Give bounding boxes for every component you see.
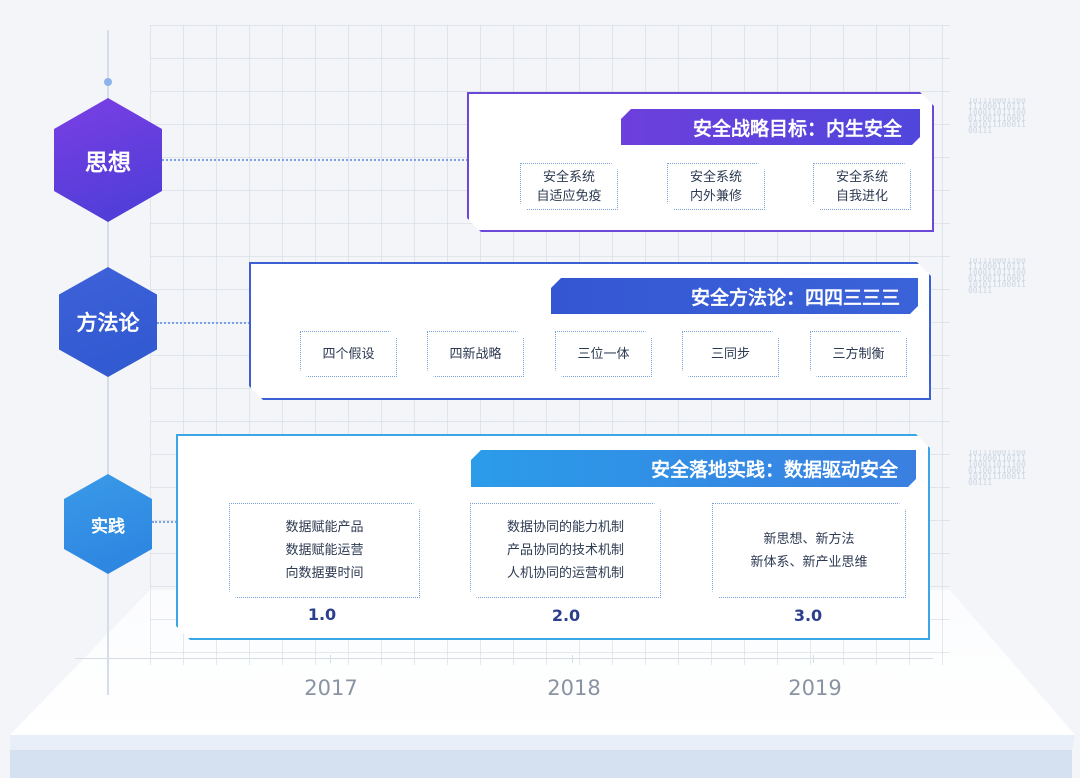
- stage-line: 数据赋能产品: [285, 520, 364, 535]
- banner-strategy-goal: 安全战略目标：内生安全: [621, 109, 920, 145]
- tag-line: 三方制衡: [832, 346, 885, 362]
- tag-method-2: 四新战略: [427, 331, 524, 377]
- tag-method-5: 三方制衡: [810, 331, 907, 377]
- connector-methodology: [157, 322, 250, 324]
- stage-line: 新体系、新产业思维: [750, 554, 868, 570]
- banner-methodology-text: 安全方法论：四四三三三: [690, 286, 900, 309]
- stage-line: 数据协同的能力机制: [506, 520, 624, 535]
- banner-strategy-goal-text: 安全战略目标：内生安全: [692, 117, 902, 140]
- tag-line: 安全系统: [835, 169, 888, 185]
- stage-line: 数据赋能运营: [285, 543, 364, 558]
- stage-line: 人机协同的运营机制: [506, 566, 624, 581]
- connector-thought: [162, 159, 468, 161]
- hex-practice-label: 实践: [91, 516, 125, 537]
- stage-3-box: 新思想、新方法 新体系、新产业思维: [712, 503, 906, 598]
- hex-methodology-label: 方法论: [76, 311, 140, 335]
- tag-line: 自适应免疫: [536, 188, 602, 204]
- stage-line: 向数据要时间: [285, 566, 364, 581]
- timeline-dot: [104, 78, 112, 86]
- axis-tick: [330, 655, 331, 663]
- stage-line: 产品协同的技术机制: [506, 543, 624, 558]
- tag-line: 安全系统: [689, 169, 742, 185]
- tag-line: 四个假设: [322, 346, 375, 362]
- tag-line: 四新战略: [449, 346, 502, 362]
- stage-line: 新思想、新方法: [763, 531, 855, 547]
- banner-practice-text: 安全落地实践：数据驱动安全: [650, 459, 898, 481]
- connector-practice: [152, 521, 177, 523]
- tag-thought-1: 安全系统 自适应免疫: [520, 163, 618, 210]
- binary-decoration-3: 1011100011001110001101111000110111000110…: [968, 450, 1026, 487]
- axis-tick: [813, 655, 814, 663]
- tag-line: 自我进化: [835, 188, 888, 204]
- axis-tick: [572, 655, 573, 663]
- version-3: 3.0: [793, 606, 823, 625]
- banner-practice: 安全落地实践：数据驱动安全: [471, 450, 916, 487]
- tag-thought-3: 安全系统 自我进化: [813, 163, 911, 210]
- version-1: 1.0: [307, 605, 337, 624]
- binary-decoration-2: 1011100011001110001101111000110111000110…: [968, 258, 1026, 295]
- version-2: 2.0: [551, 606, 581, 625]
- tag-line: 三同步: [710, 346, 750, 362]
- tag-line: 三位一体: [577, 346, 630, 362]
- tag-method-3: 三位一体: [555, 331, 652, 377]
- tag-thought-2: 安全系统 内外兼修: [667, 163, 765, 210]
- stage-2-box: 数据协同的能力机制 产品协同的技术机制 人机协同的运营机制: [470, 503, 661, 598]
- tag-method-4: 三同步: [682, 331, 779, 377]
- banner-methodology: 安全方法论：四四三三三: [551, 278, 918, 314]
- binary-decoration-1: 1011100011001110001101111000110111000110…: [968, 98, 1026, 135]
- year-2018: 2018: [547, 676, 601, 700]
- hex-thought-label: 思想: [85, 150, 131, 176]
- tag-line: 安全系统: [542, 169, 595, 185]
- year-2017: 2017: [304, 676, 358, 700]
- tag-line: 内外兼修: [689, 188, 742, 204]
- tag-method-1: 四个假设: [300, 331, 397, 377]
- hex-methodology: 方法论: [59, 267, 157, 377]
- year-2019: 2019: [788, 676, 842, 700]
- stage-1-box: 数据赋能产品 数据赋能运营 向数据要时间: [229, 503, 420, 598]
- timeline-axis: [75, 658, 933, 659]
